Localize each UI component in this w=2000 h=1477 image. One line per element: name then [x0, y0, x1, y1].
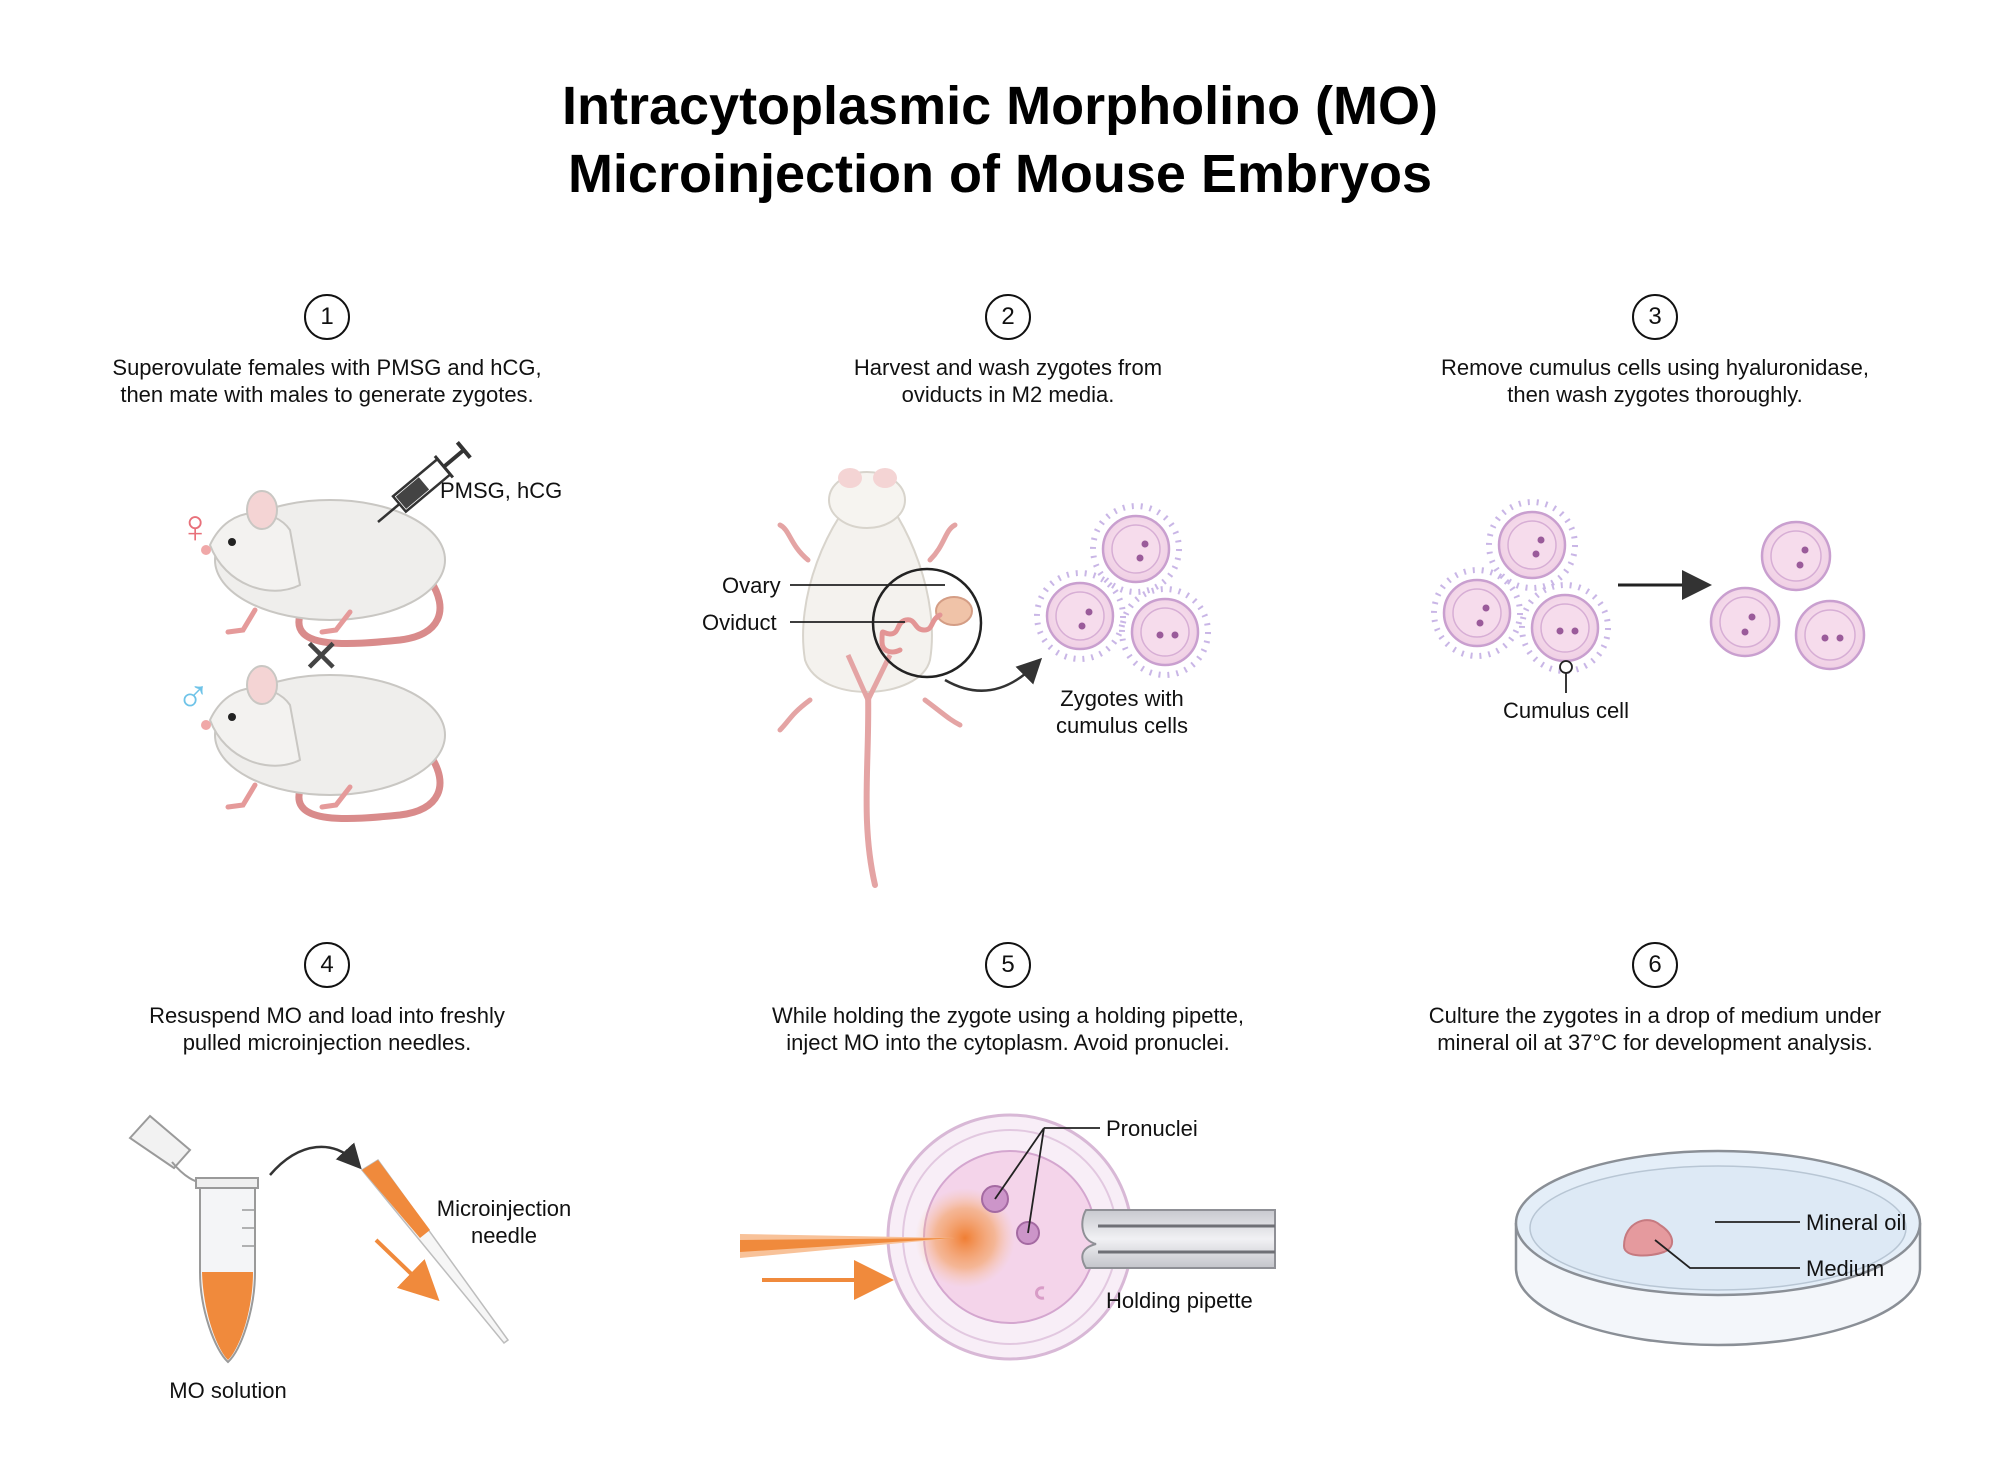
zygotes-with-cumulus-cells: [1431, 499, 1611, 674]
step-description: Resuspend MO and load into freshly pulle…: [17, 1002, 637, 1056]
mineral-oil-label: Mineral oil: [1806, 1210, 1906, 1235]
female-symbol-icon: ♀: [178, 500, 213, 552]
step-number-badge: 1: [304, 294, 350, 340]
title-line-2: Microinjection of Mouse Embryos: [567, 144, 1433, 204]
step-description: Superovulate females with PMSG and hCG, …: [17, 354, 637, 408]
step-number-badge: 3: [1632, 294, 1678, 340]
step-description-line: then wash zygotes thoroughly.: [1507, 382, 1803, 407]
mo-solution-label: MO solution: [169, 1378, 286, 1403]
pmsg-hcg-label: PMSG, hCG: [440, 478, 562, 503]
step-description: Remove cumulus cells using hyaluronidase…: [1345, 354, 1965, 408]
step-number-badge: 4: [304, 942, 350, 988]
male-mouse: [201, 665, 446, 822]
medium-leader-line: [1654, 1239, 1800, 1269]
cumulus-cell-label: Cumulus cell: [1503, 698, 1629, 723]
microinjection-needle: [360, 1158, 510, 1345]
step-description-line: Superovulate females with PMSG and hCG,: [112, 355, 542, 380]
pronuclei-leader-line: [1027, 1127, 1045, 1234]
step-description-line: Harvest and wash zygotes from: [853, 355, 1163, 380]
dissected-mouse: [777, 468, 963, 888]
mo-solution-tube: [128, 1114, 259, 1364]
step-1: 1 Superovulate females with PMSG and hCG…: [17, 294, 637, 408]
step-number-badge: 2: [985, 294, 1031, 340]
syringe-icon: [377, 441, 472, 523]
step-2: 2 Harvest and wash zygotes from oviducts…: [698, 294, 1318, 408]
ovary-label: Ovary: [722, 573, 781, 598]
step-number-badge: 6: [1632, 942, 1678, 988]
ovary-oviduct-magnifier: [871, 567, 983, 679]
clean-zygotes: [1709, 520, 1866, 671]
step-5: 5 While holding the zygote using a holdi…: [698, 942, 1318, 1056]
step-description: Culture the zygotes in a drop of medium …: [1345, 1002, 1965, 1056]
page-title: Intracytoplasmic Morpholino (MO) Microin…: [0, 72, 2000, 208]
holding-pipette-label: Holding pipette: [1106, 1288, 1253, 1313]
step-4: 4 Resuspend MO and load into freshly pul…: [17, 942, 637, 1056]
needle-label-line-2: needle: [471, 1223, 537, 1248]
harvest-arrow-icon: [944, 657, 1043, 692]
step-description-line: then mate with males to generate zygotes…: [120, 382, 534, 407]
step-3: 3 Remove cumulus cells using hyaluronida…: [1345, 294, 1965, 408]
zygotes-label-line-1: Zygotes with: [1060, 686, 1184, 711]
step-description-line: Resuspend MO and load into freshly: [149, 1003, 505, 1028]
zygote-cluster-with-cumulus: [1034, 503, 1211, 678]
cross-icon: ✕: [302, 630, 341, 682]
title-line-1: Intracytoplasmic Morpholino (MO): [561, 76, 1439, 136]
pronuclei-label: Pronuclei: [1106, 1116, 1198, 1141]
zygotes-label-line-2: cumulus cells: [1056, 713, 1188, 738]
step-number-badge: 5: [985, 942, 1031, 988]
step-description-line: mineral oil at 37°C for development anal…: [1437, 1030, 1873, 1055]
cumulus-cell-marker: [1559, 660, 1573, 674]
step-description-line: oviducts in M2 media.: [901, 382, 1115, 407]
step-description: Harvest and wash zygotes from oviducts i…: [698, 354, 1318, 408]
injection-needle: [740, 1234, 955, 1258]
male-symbol-icon: ♂: [176, 670, 211, 722]
step-6: 6 Culture the zygotes in a drop of mediu…: [1345, 942, 1965, 1056]
load-arrow-icon: [269, 1142, 362, 1176]
step-description: While holding the zygote using a holding…: [698, 1002, 1318, 1056]
pronuclei-leader-line: [994, 1127, 1045, 1200]
medium-label: Medium: [1806, 1256, 1884, 1281]
holding-pipette: [1081, 1209, 1276, 1269]
step-description-line: While holding the zygote using a holding…: [771, 1003, 1245, 1028]
step-description-line: Remove cumulus cells using hyaluronidase…: [1441, 355, 1869, 380]
needle-direction-arrow-icon: [374, 1238, 440, 1302]
female-mouse: [201, 490, 446, 647]
needle-label-line-1: Microinjection: [437, 1196, 572, 1221]
step-description-line: Culture the zygotes in a drop of medium …: [1428, 1003, 1882, 1028]
oviduct-label: Oviduct: [702, 610, 777, 635]
culture-dish: [1514, 1149, 1922, 1347]
step-description-line: pulled microinjection needles.: [182, 1030, 472, 1055]
step-description-line: inject MO into the cytoplasm. Avoid pron…: [786, 1030, 1230, 1055]
